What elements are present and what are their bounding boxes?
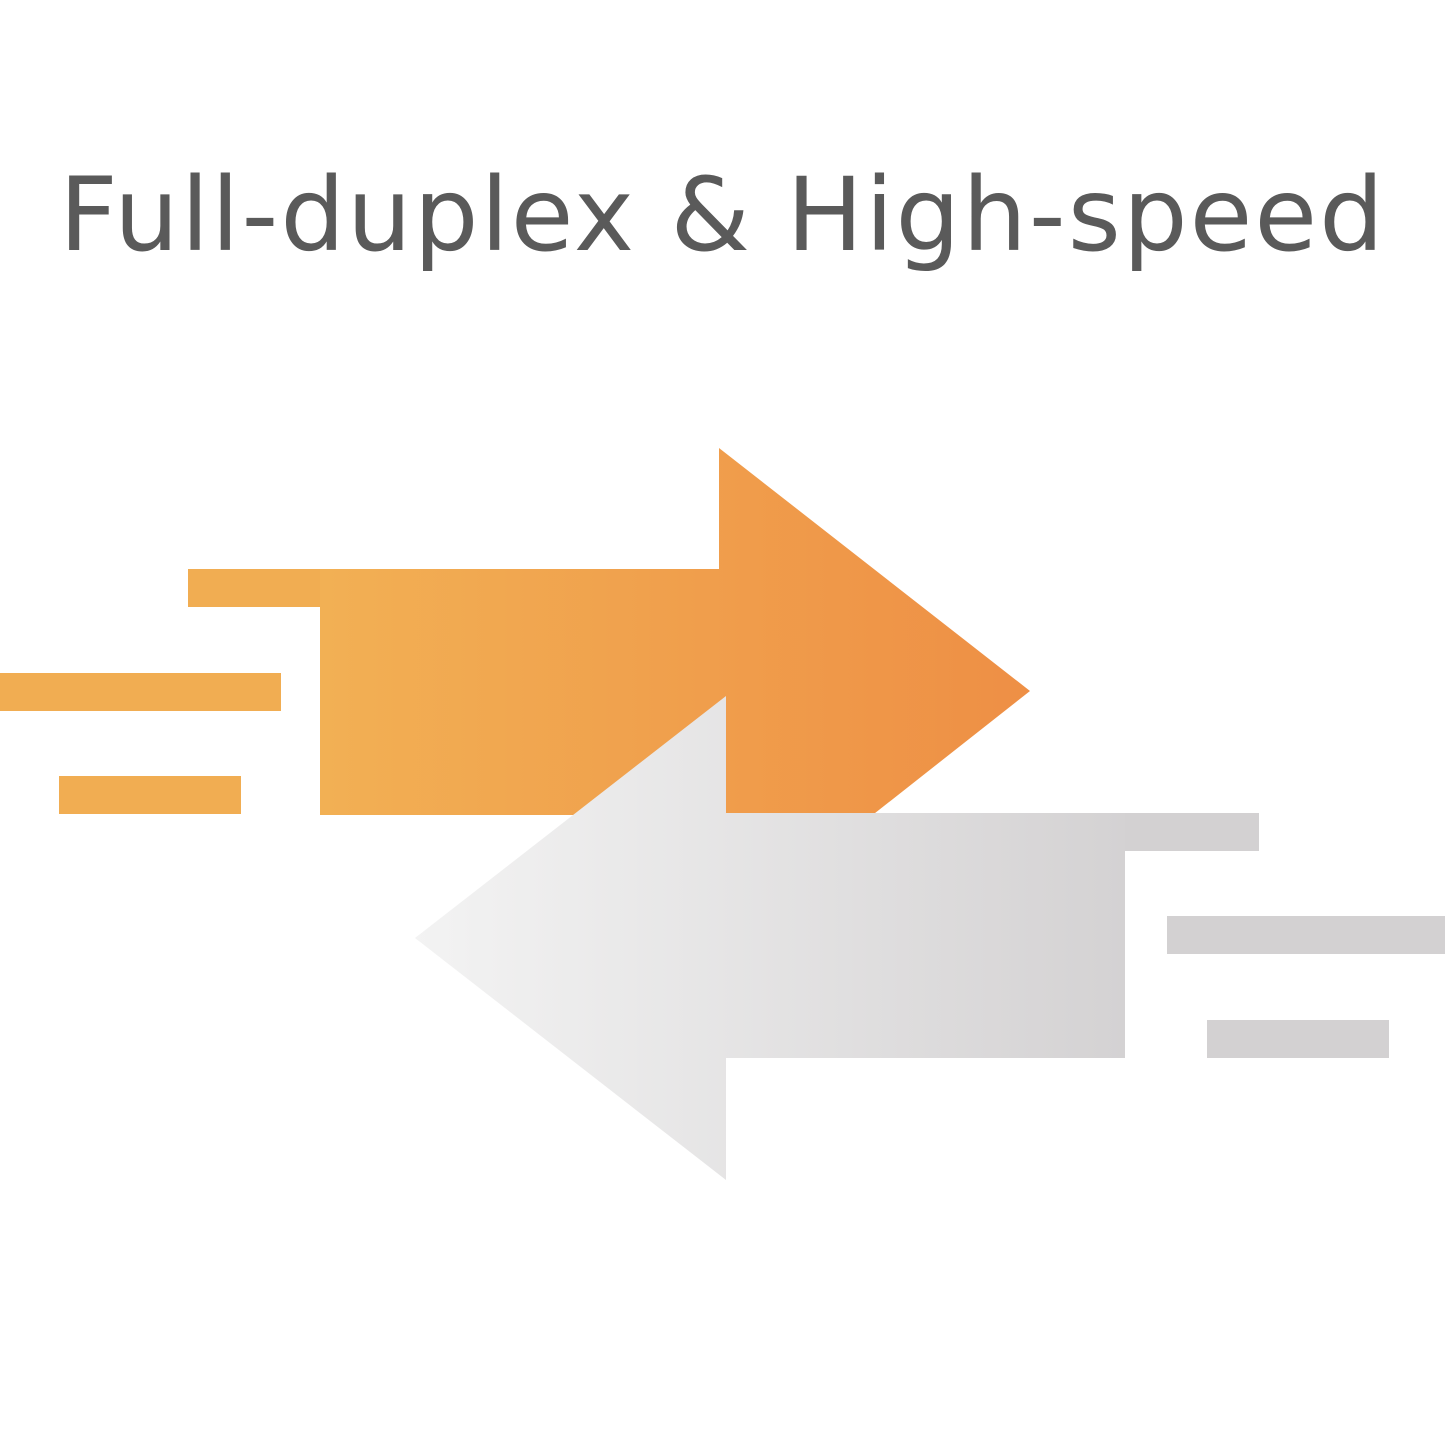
orange-speed-line-bottom <box>59 776 241 814</box>
arrow-left-icon <box>415 696 1125 1180</box>
orange-speed-line-top <box>188 569 338 607</box>
gray-speed-line-top <box>1105 813 1259 851</box>
orange-speed-line-middle <box>0 673 281 711</box>
gray-speed-lines <box>1105 813 1445 1058</box>
gray-speed-line-bottom <box>1207 1020 1389 1058</box>
gray-speed-line-middle <box>1167 916 1445 954</box>
orange-speed-lines <box>0 569 338 814</box>
page-title: Full-duplex & High-speed <box>59 156 1386 275</box>
